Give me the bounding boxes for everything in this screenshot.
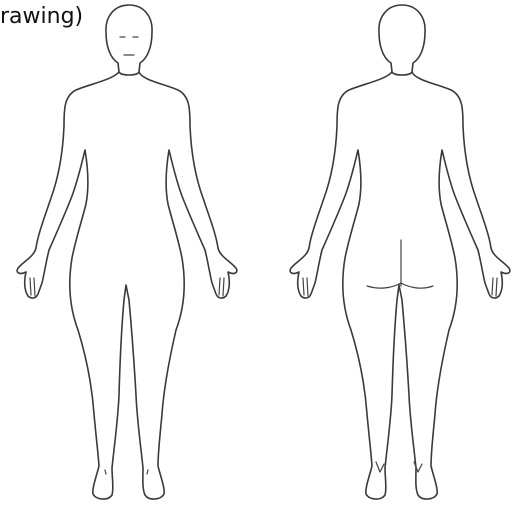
front-head-outline (106, 5, 152, 75)
front-left-fingers (30, 278, 35, 296)
front-body-outline (17, 72, 237, 499)
back-left-fingers (303, 278, 308, 296)
back-right-fingers (492, 278, 497, 296)
front-body-figure (17, 5, 237, 499)
back-head-outline (379, 5, 425, 75)
front-right-fingers (219, 278, 224, 296)
back-body-figure (290, 5, 510, 499)
back-body-outline (290, 72, 510, 499)
